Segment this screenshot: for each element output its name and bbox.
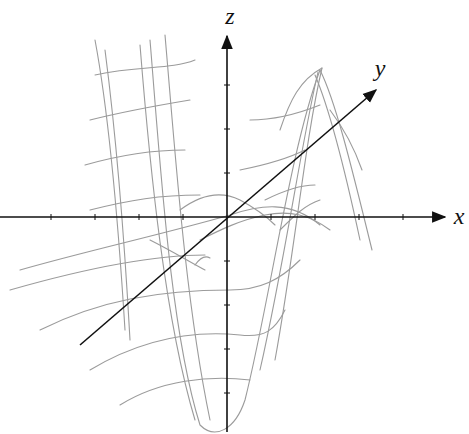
surface-sketch xyxy=(10,35,372,432)
y-axis-label: y xyxy=(375,56,386,80)
coordinate-axes xyxy=(0,36,445,432)
z-axis-label: z xyxy=(225,4,234,28)
x-axis-label: x xyxy=(454,204,465,228)
axis-ticks xyxy=(51,85,403,393)
